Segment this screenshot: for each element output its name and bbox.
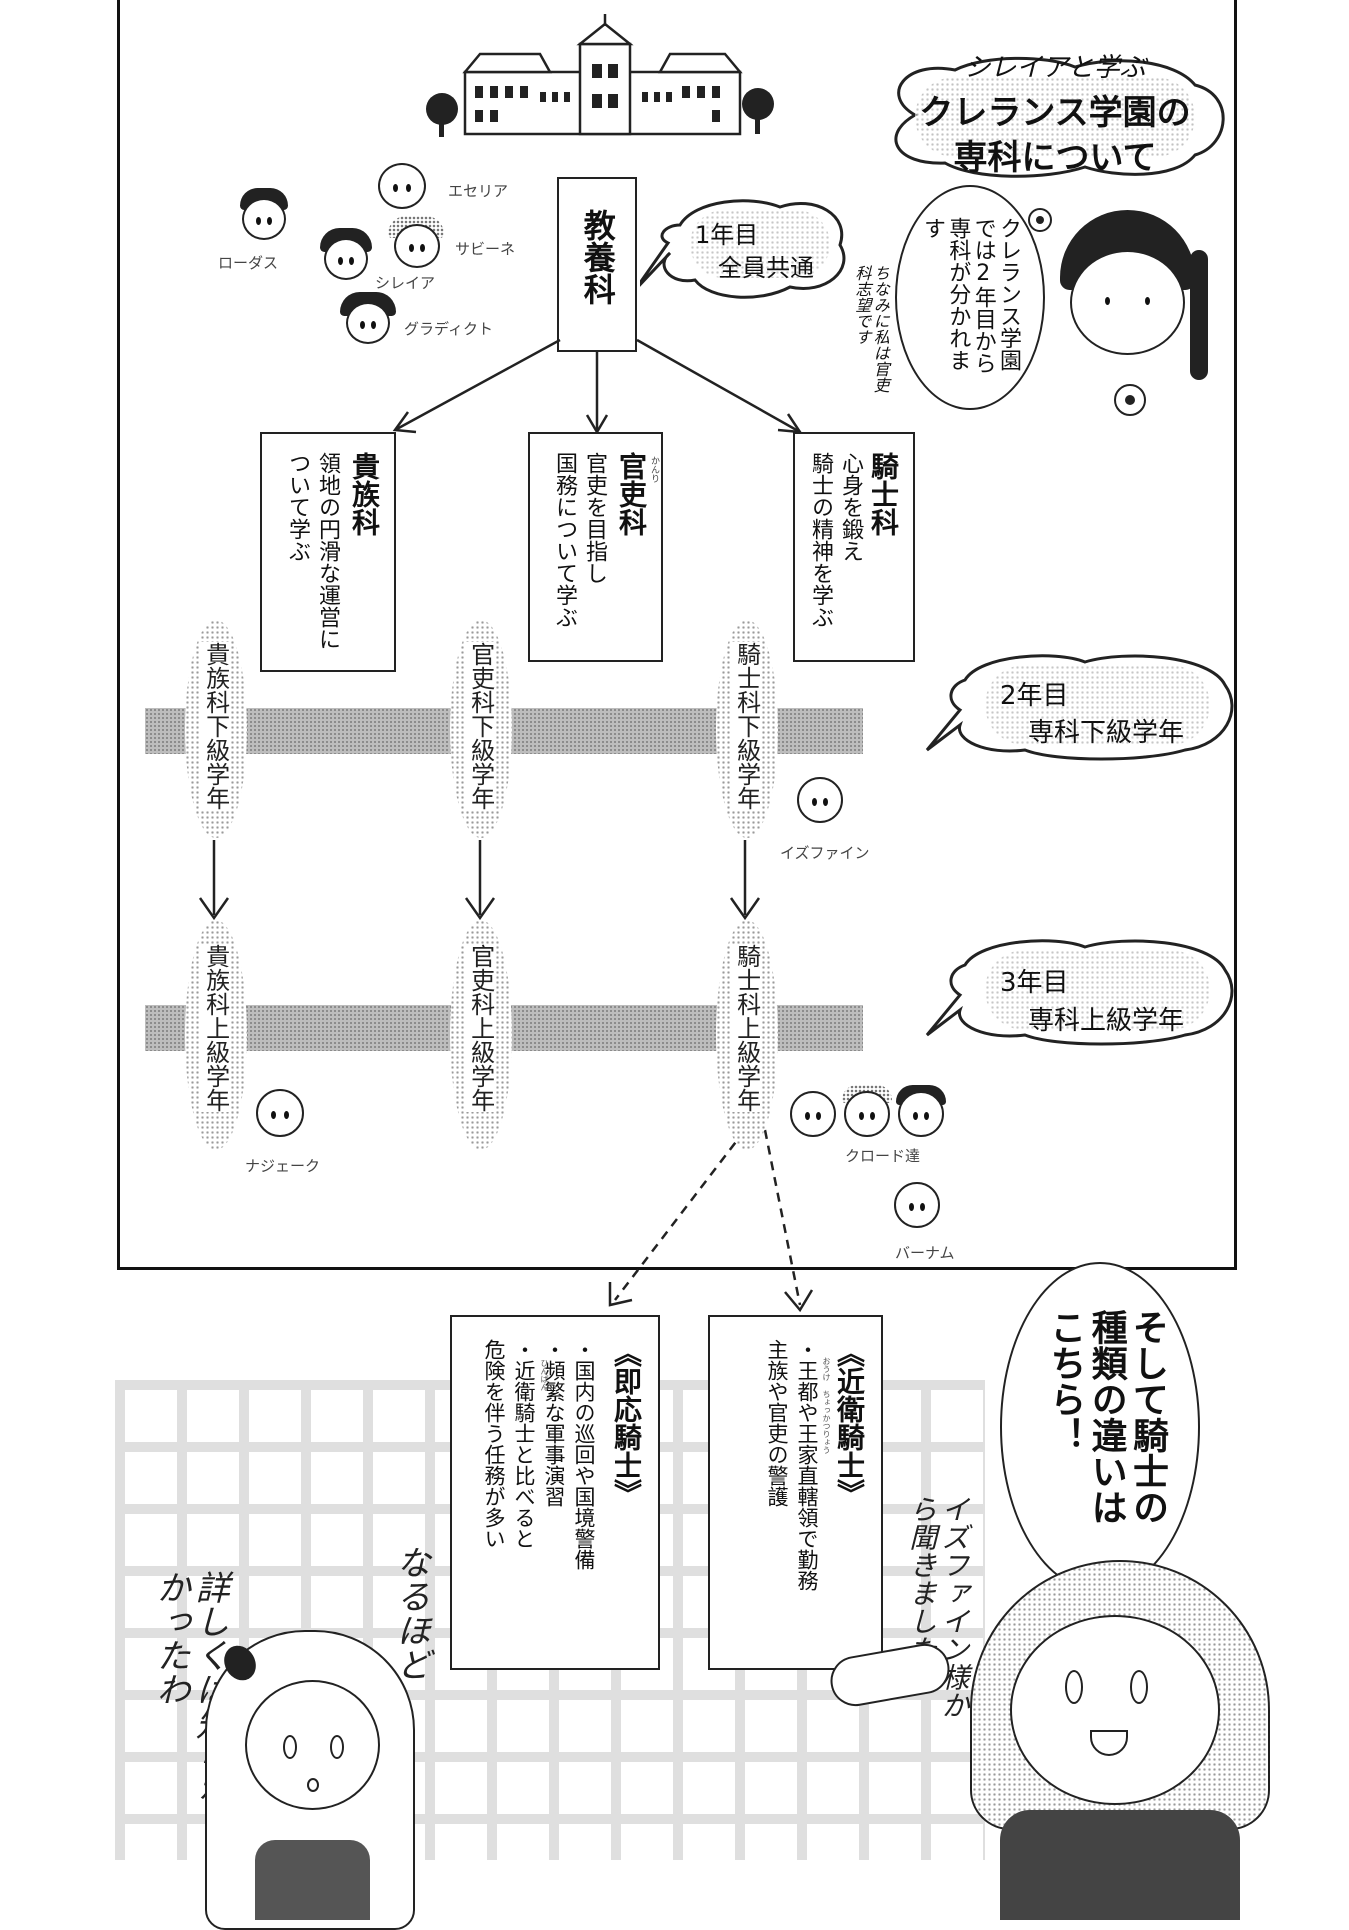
explanation-bubble: クレランス学園では2年目から専科が分かれます bbox=[895, 185, 1045, 410]
course-desc: 国務について学ぶ bbox=[552, 452, 577, 628]
year1-course-label: 教養科 bbox=[578, 209, 617, 305]
flower-icon bbox=[1025, 205, 1055, 239]
page-title-line2: 専科について bbox=[953, 138, 1157, 178]
title-cloud: シレイアと学ぶ クレランス学園の 専科について bbox=[875, 53, 1235, 180]
year3-oval-kanri: 官吏科上級学年 bbox=[450, 920, 512, 1150]
oval-label: 騎士科下級学年 bbox=[732, 642, 761, 810]
flower-icon bbox=[1110, 380, 1150, 424]
handwritten-mid: なるほど bbox=[390, 1545, 431, 1681]
speech-text: そして騎士の種類の違いはこちら！ bbox=[1044, 1309, 1168, 1525]
year1-course-box: 教養科 bbox=[557, 177, 637, 352]
year3-oval-kishi: 騎士科上級学年 bbox=[716, 920, 778, 1150]
eseria-character bbox=[195, 1610, 425, 1930]
knight-ruby: ひんぱん bbox=[540, 1359, 549, 1391]
course-box-kishi: 騎士科 心身を鍛え 騎士の精神を学ぶ bbox=[793, 432, 915, 662]
year2-bubble-tone bbox=[985, 665, 1210, 745]
knight-item: 主族や官吏の警護 bbox=[765, 1339, 789, 1507]
handwritten-left: 詳しくは知らなかったわ bbox=[150, 1570, 230, 1808]
eseria-portrait bbox=[372, 155, 432, 211]
year1-bubble-line2: 全員共通 bbox=[718, 254, 814, 282]
year1-bubble-tone bbox=[690, 210, 830, 278]
page-title: クレランス学園の bbox=[919, 93, 1191, 133]
character-label: ナジェーク bbox=[245, 1157, 321, 1175]
character-label: ローダス bbox=[218, 254, 279, 272]
character-label: グラディクト bbox=[404, 320, 493, 338]
year3-oval-kizoku: 貴族科上級学年 bbox=[185, 920, 247, 1150]
course-name: 官吏科 bbox=[615, 452, 648, 536]
shireia-portrait bbox=[318, 228, 374, 284]
najek-portrait bbox=[252, 1085, 308, 1141]
knight-item: ・近衛騎士と比べると bbox=[512, 1339, 536, 1549]
explanation-text: クレランス学園では2年目から専科が分かれます bbox=[920, 217, 1021, 374]
character-label: サビーネ bbox=[455, 240, 516, 258]
course-box-kanri: 官吏科 かんり 官吏を目指し 国務について学ぶ bbox=[528, 432, 663, 662]
character-label: バーナム bbox=[895, 1244, 955, 1262]
knight-item: 危険を伴う任務が多い bbox=[482, 1339, 506, 1549]
aside-note: ちなみに私は官吏科志望です bbox=[852, 265, 890, 393]
character-label: イズファイン bbox=[780, 844, 870, 862]
title-subtitle: シレイアと学ぶ bbox=[964, 53, 1146, 83]
sabine-portrait bbox=[388, 216, 444, 270]
course-desc: 官吏を目指し bbox=[582, 452, 607, 584]
course-desc: 領地の円滑な運営に bbox=[315, 452, 340, 650]
course-desc: 騎士の精神を学ぶ bbox=[808, 452, 833, 628]
oval-label: 貴族科上級学年 bbox=[201, 944, 230, 1112]
rodus-portrait bbox=[238, 188, 290, 240]
knight-item: ・国内の巡回や国境警備 bbox=[572, 1339, 596, 1570]
oval-label: 官吏科下級学年 bbox=[466, 642, 495, 810]
sabine-character bbox=[960, 1560, 1280, 1920]
year3-bubble-tone bbox=[985, 950, 1210, 1030]
course-desc: ついて学ぶ bbox=[285, 452, 310, 562]
year3-bubble-line2: 専科上級学年 bbox=[1028, 1006, 1185, 1036]
knight-type-name: 《近衛騎士》 bbox=[833, 1339, 866, 1507]
knight-item: ・頻繁な軍事演習 bbox=[542, 1339, 566, 1507]
character-label: エセリア bbox=[448, 182, 509, 200]
knight-box-konoe: 《近衛騎士》 ・王都や王家直轄領で勤務 主族や官吏の警護 おうけ ちょっかつりょ… bbox=[708, 1315, 883, 1670]
course-name: 貴族科 bbox=[348, 452, 381, 536]
course-box-kizoku: 貴族科 領地の円滑な運営に ついて学ぶ bbox=[260, 432, 396, 672]
academy-building-icon bbox=[426, 14, 774, 137]
year2-bubble-line2: 専科下級学年 bbox=[1028, 718, 1185, 748]
oval-label: 貴族科下級学年 bbox=[201, 642, 230, 810]
year3-bubble-line1: 3年目 bbox=[1000, 968, 1069, 998]
knight-box-sokuo: 《即応騎士》 ・国内の巡回や国境警備 ・頻繁な軍事演習 ・近衛騎士と比べると 危… bbox=[450, 1315, 660, 1670]
course-name: 騎士科 bbox=[867, 452, 900, 536]
izfine-portrait bbox=[795, 775, 845, 825]
character-label: クロード達 bbox=[845, 1147, 921, 1165]
shireia-narrator-portrait bbox=[1050, 210, 1208, 380]
knight-item: ・王都や王家直轄領で勤務 bbox=[795, 1339, 819, 1591]
graddict-portrait bbox=[340, 292, 396, 346]
course-desc: 心身を鍛え bbox=[838, 452, 863, 562]
barnam-portrait bbox=[892, 1180, 942, 1230]
speech-bubble: そして騎士の種類の違いはこちら！ bbox=[1000, 1262, 1200, 1592]
year2-oval-kizoku: 貴族科下級学年 bbox=[185, 620, 247, 838]
knight-type-name: 《即応騎士》 bbox=[610, 1339, 643, 1507]
year2-bubble-line1: 2年目 bbox=[1000, 681, 1069, 711]
year1-bubble-line1: 1年目 bbox=[695, 221, 759, 249]
knight-ruby: おうけ ちょっかつりょう bbox=[822, 1357, 831, 1454]
year2-oval-kishi: 騎士科下級学年 bbox=[716, 620, 778, 838]
year2-oval-kanri: 官吏科下級学年 bbox=[450, 620, 512, 838]
course-ruby: かんり bbox=[649, 456, 659, 483]
oval-label: 官吏科上級学年 bbox=[466, 944, 495, 1112]
claude-group-portraits bbox=[790, 1085, 946, 1141]
character-label: シレイア bbox=[375, 274, 436, 292]
oval-label: 騎士科上級学年 bbox=[732, 944, 761, 1112]
